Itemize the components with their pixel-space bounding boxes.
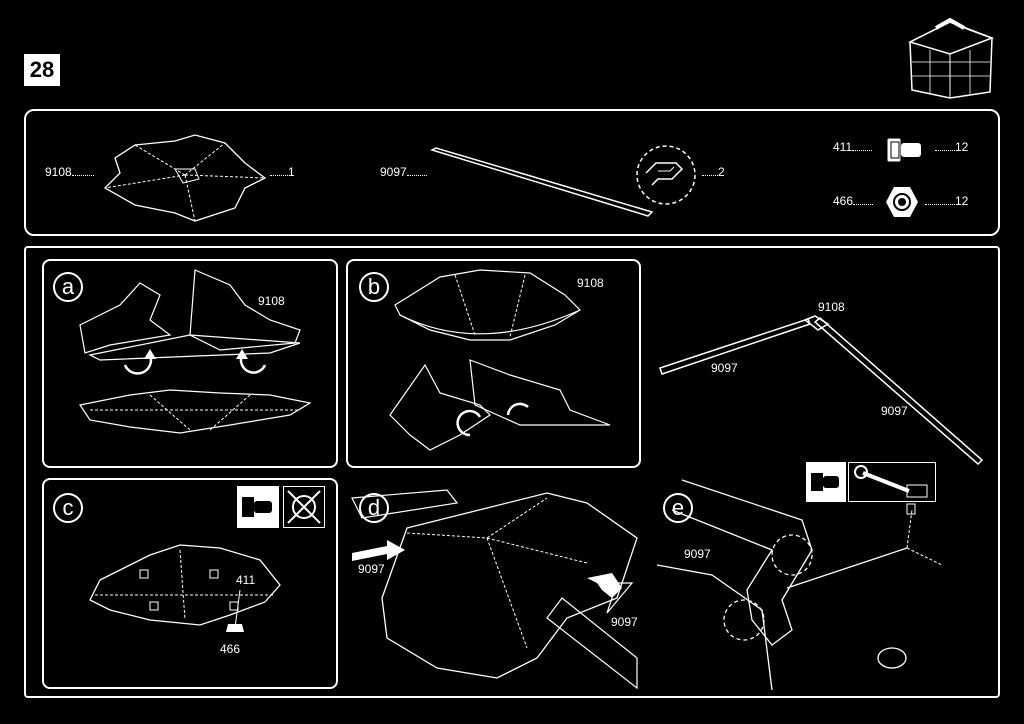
sub-panel-b-drawing [389,269,611,451]
push-arrow-icon [352,540,405,561]
overview-part-right: 9097 [881,404,908,418]
part-label-466: 466 [833,194,874,208]
part-qty-411: 12 [935,140,968,154]
roof-plate-icon [103,134,267,222]
step-number: 28 [24,54,60,86]
sub-panel-a [42,259,338,468]
nut-icon [886,187,918,217]
sub-panel-b [346,259,641,468]
part-label-9097: 9097 [380,165,427,179]
wrench-icon [848,462,936,502]
sub-panel-b-letter: b [359,272,389,302]
sub-panel-a-letter: a [53,272,83,302]
sub-panel-c-drawing [89,544,281,632]
sub-panel-c-bolt: 411 [236,573,256,587]
bolt-icon [886,137,921,163]
bolt-nut-check-icon [237,486,279,528]
no-tool-icon [283,486,325,528]
sub-panel-d-left: 9097 [358,562,385,576]
part-label-9108: 9108 [45,165,94,179]
sub-panel-c-letter: c [53,493,83,523]
rail-icon [429,147,654,217]
part-qty-9097: 2 [702,165,725,179]
sub-panel-a-part: 9108 [258,294,285,308]
bolt-nut-check-icon-e [806,462,846,502]
sub-panel-e-letter: e [663,493,693,523]
sub-panel-b-part: 9108 [577,276,604,290]
part-label-411: 411 [833,140,873,154]
sub-panel-d-right: 9097 [611,615,638,629]
rail-profile-detail-icon [636,145,696,205]
sub-panel-c [42,478,338,689]
sub-panel-e-drawing [656,479,943,691]
shed-thumbnail-icon [907,17,995,99]
sub-panel-c-nut: 466 [220,642,241,656]
sub-panel-a-drawing [79,269,312,434]
sub-panel-d-letter: d [359,493,389,523]
rotate-arrow-icon [123,354,153,375]
overview-part-top: 9108 [818,300,845,314]
sub-panel-e-part: 9097 [684,547,711,561]
sub-panel-d-drawing [351,489,638,690]
part-qty-466: 12 [925,194,968,208]
part-qty-9108: 1 [270,165,295,179]
overview-drawing [659,315,984,466]
assembly-panel [24,246,1000,698]
overview-part-left: 9097 [711,361,738,375]
parts-panel [24,109,1000,236]
